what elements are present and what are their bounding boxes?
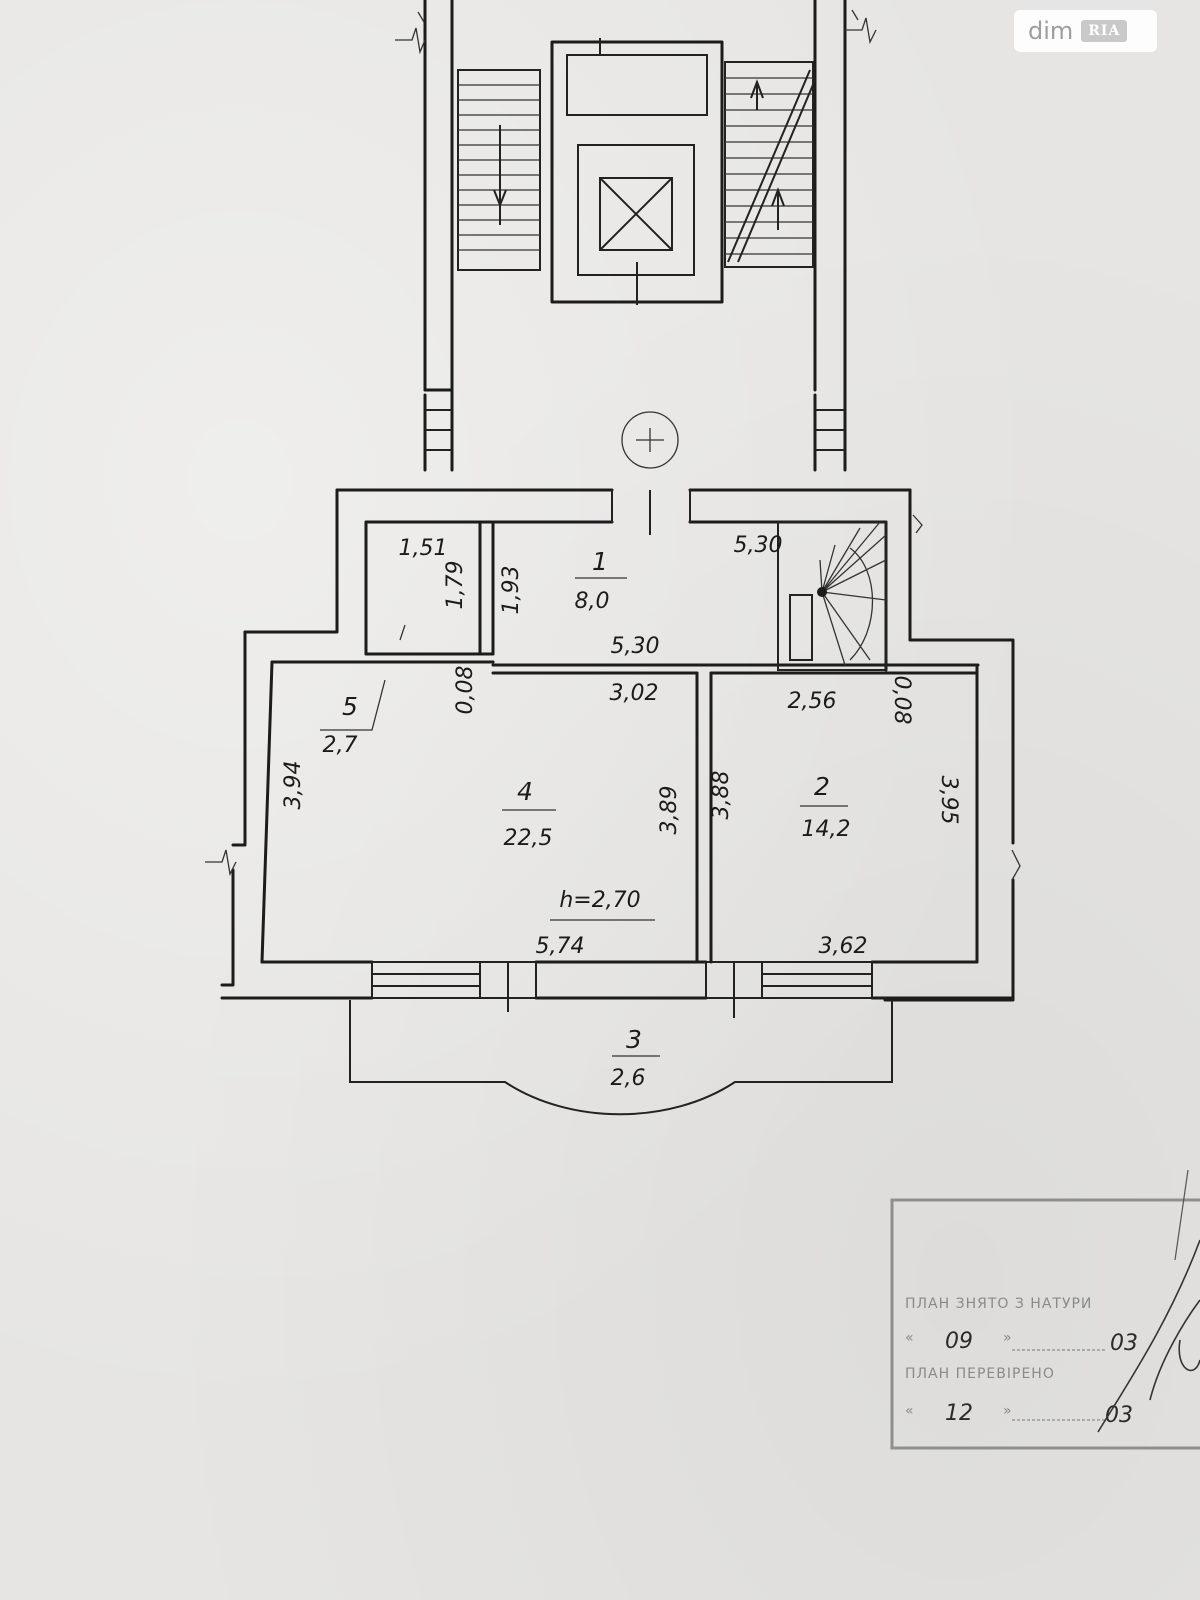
stamp-line1-day: 09 — [945, 1329, 973, 1354]
room-1-area: 8,0 — [575, 589, 610, 614]
dim-wall-left: 0,08 — [453, 666, 478, 715]
stamp-line1-label: ПЛАН ЗНЯТО З НАТУРИ — [905, 1296, 1092, 1312]
room-labels: 1 8,0 2 14,2 3 2,6 4 22,5 5 2,7 — [323, 547, 851, 1091]
elevator-x-icon — [599, 177, 673, 251]
room-1-number: 1 — [592, 547, 608, 576]
room-5-number: 5 — [342, 692, 358, 721]
dim-room4-top: 3,02 — [610, 681, 659, 706]
svg-text:«: « — [905, 1330, 915, 1346]
stamp-line2-year: 03 — [1105, 1403, 1133, 1428]
watermark-badge: RIA — [1081, 20, 1128, 42]
watermark-brand: dim — [1028, 17, 1074, 45]
apartment-walls — [205, 488, 1021, 1116]
stairwell-section — [395, 0, 877, 472]
dim-hall-depth: 1,93 — [499, 566, 524, 615]
dim-room4-right: 3,89 — [657, 786, 682, 835]
room-4-area: 22,5 — [504, 826, 553, 851]
stamp-line2-label: ПЛАН ПЕРЕВІРЕНО — [905, 1366, 1055, 1382]
room-2-number: 2 — [814, 772, 830, 801]
dim-hall-bottom: 5,30 — [611, 634, 660, 659]
spiral-stair-icon — [777, 521, 887, 671]
room-5-area: 2,7 — [323, 733, 358, 758]
dim-hall-top: 5,30 — [734, 533, 783, 558]
dim-room4-left: 3,94 — [281, 761, 306, 810]
dimria-watermark: dim RIA — [1014, 10, 1157, 52]
svg-text:»: » — [1003, 1403, 1013, 1419]
dimension-labels: 1,51 1,79 1,93 5,30 5,30 3,02 2,56 0,08 … — [281, 533, 961, 959]
signature — [1097, 1169, 1200, 1433]
dim-room2-right: 3,95 — [936, 776, 961, 825]
room-3-area: 2,6 — [611, 1066, 646, 1091]
dim-room2-bottom: 3,62 — [819, 934, 868, 959]
dim-storage-depth: 1,79 — [443, 561, 468, 610]
dim-storage-width: 1,51 — [399, 536, 448, 561]
dim-room2-top: 2,56 — [788, 689, 837, 714]
dim-room4-bottom: 5,74 — [536, 934, 585, 959]
dim-room2-left: 3,88 — [709, 771, 734, 820]
svg-text:»: » — [1003, 1330, 1013, 1346]
inventory-stamp: ПЛАН ЗНЯТО З НАТУРИ « 09 » 03 ПЛАН ПЕРЕВ… — [890, 1169, 1200, 1450]
dim-wall-right: 0,08 — [889, 676, 914, 725]
ceiling-height: h=2,70 — [559, 888, 640, 913]
stamp-line2-day: 12 — [945, 1401, 973, 1426]
svg-text:«: « — [905, 1403, 915, 1419]
room-3-number: 3 — [626, 1025, 642, 1054]
stamp-line1-year: 03 — [1110, 1331, 1138, 1356]
room-4-number: 4 — [517, 777, 533, 806]
room-2-area: 14,2 — [802, 817, 851, 842]
